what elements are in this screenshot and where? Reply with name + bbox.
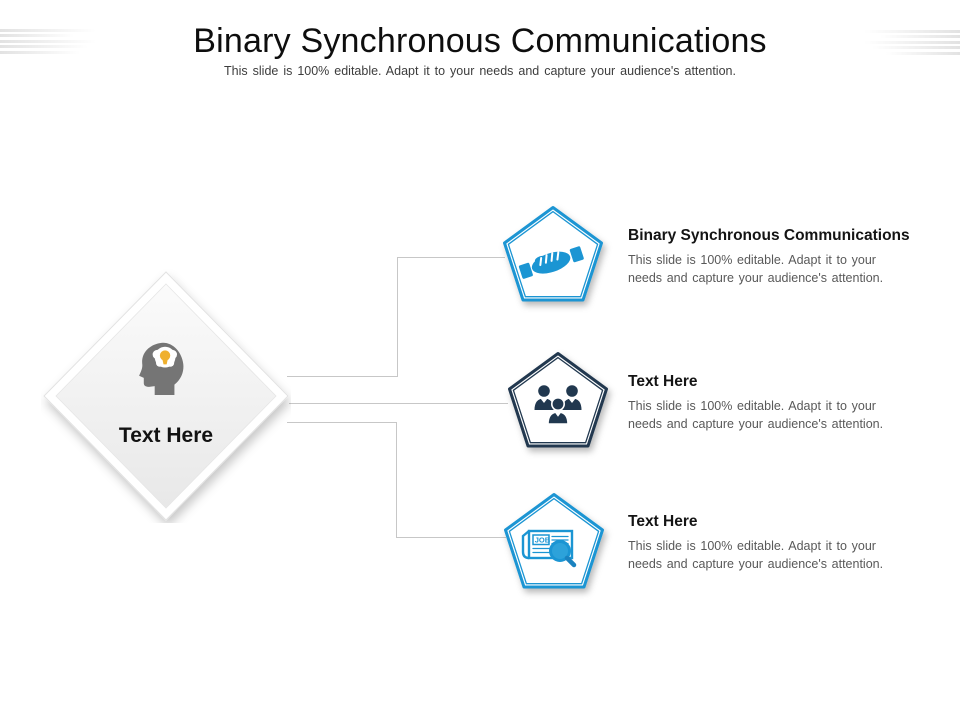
item-heading: Binary Synchronous Communications: [628, 227, 910, 244]
handshake-icon: [518, 246, 584, 279]
item-heading: Text Here: [628, 373, 698, 390]
connector-line-bottom: [396, 537, 506, 538]
magnifier-icon: [549, 540, 577, 568]
lightbulb-icon: [159, 350, 171, 365]
slide-subtitle: This slide is 100% editable. Adapt it to…: [224, 64, 736, 78]
team-icon: [534, 385, 582, 425]
diamond-shape: Text Here: [41, 269, 291, 523]
pentagon-item-1: [501, 205, 605, 305]
pentagon-item-3: JOB: [502, 492, 606, 592]
diamond-label: Text Here: [118, 424, 214, 447]
svg-text:JOB: JOB: [535, 536, 551, 545]
item-text-block-2: Text Here This slide is 100% editable. A…: [628, 373, 928, 433]
connector-line-top: [287, 376, 398, 377]
connector-line-top: [397, 257, 505, 258]
connector-line-bottom: [287, 422, 397, 423]
item-body: This slide is 100% editable. Adapt it to…: [628, 399, 884, 431]
job-search-icon: JOB: [521, 529, 577, 568]
item-text-block-3: Text Here This slide is 100% editable. A…: [628, 513, 928, 573]
connector-line-top: [397, 257, 398, 377]
connector-line-middle: [289, 403, 508, 404]
item-text-block-1: Binary Synchronous Communications This s…: [628, 227, 928, 287]
slide-title: Binary Synchronous Communications: [193, 22, 767, 60]
item-body: This slide is 100% editable. Adapt it to…: [628, 253, 884, 285]
pentagon-item-2: [506, 351, 610, 451]
head-idea-icon: [139, 342, 184, 395]
connector-line-bottom: [396, 422, 397, 537]
item-body: This slide is 100% editable. Adapt it to…: [628, 539, 884, 571]
item-heading: Text Here: [628, 513, 698, 530]
